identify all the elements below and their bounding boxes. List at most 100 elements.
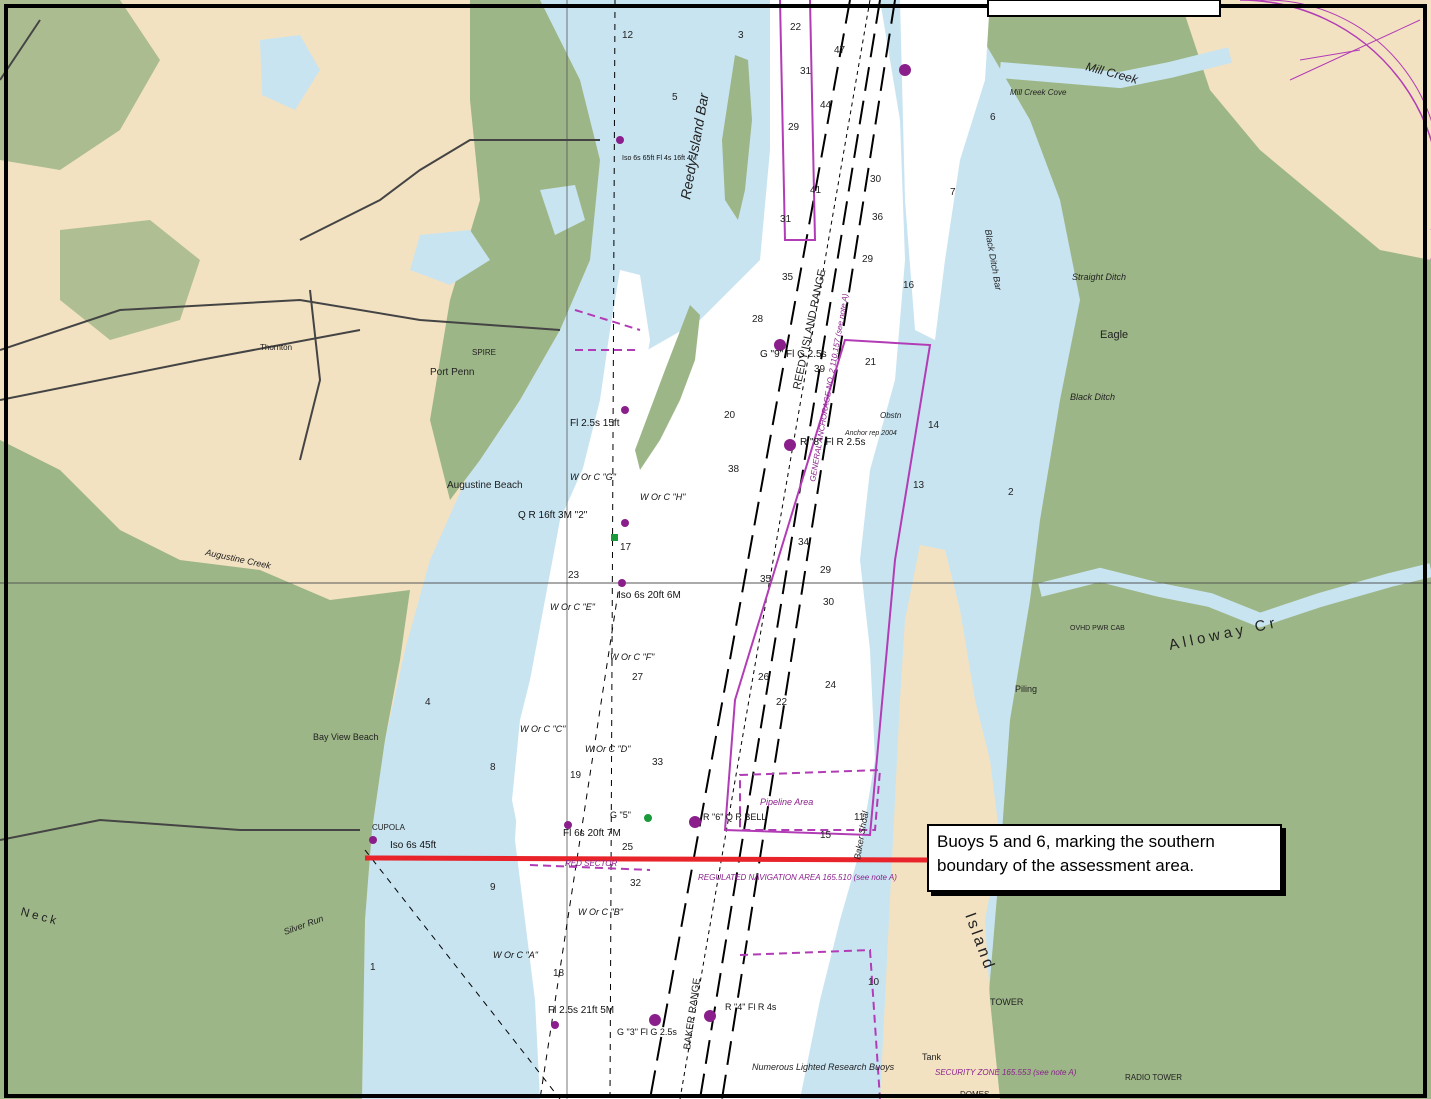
sounding: 44 xyxy=(820,100,832,111)
label-ovhd-pwr-cab: OVHD PWR CAB xyxy=(1070,625,1125,632)
sounding: 29 xyxy=(788,122,800,133)
sounding: 7 xyxy=(950,187,956,198)
sounding: 28 xyxy=(752,314,764,325)
sounding: 30 xyxy=(870,174,882,185)
sounding: 19 xyxy=(570,770,582,781)
label-piling: Piling xyxy=(1015,684,1037,694)
sounding: 6 xyxy=(990,112,996,123)
label-numerous-lighted: Numerous Lighted Research Buoys xyxy=(752,1062,895,1072)
pond-west3 xyxy=(540,185,585,235)
label-security-zone: SECURITY ZONE 165.553 (see note A) xyxy=(935,1068,1077,1077)
sounding: 25 xyxy=(622,842,634,853)
sounding: 24 xyxy=(825,680,837,691)
sounding: 14 xyxy=(928,420,940,431)
aid-label: G "5" xyxy=(610,810,631,820)
buoys xyxy=(369,64,911,1029)
label-eagle: Eagle xyxy=(1100,329,1128,341)
sounding: 10 xyxy=(868,977,880,988)
sounding: 35 xyxy=(782,272,794,283)
aid-label: W Or C "E" xyxy=(550,602,596,612)
callout-text: Buoys 5 and 6, marking the southern boun… xyxy=(937,832,1215,875)
deep-north-east xyxy=(900,0,990,340)
marsh-west xyxy=(0,440,410,1099)
aid-label: Iso 6s 65ft Fl 4s 16ft 4M xyxy=(622,155,697,162)
label-tank: Tank xyxy=(922,1052,942,1062)
sounding: 20 xyxy=(724,410,736,421)
aid-label: W Or C "H" xyxy=(640,492,686,502)
marsh-west-patch xyxy=(0,0,160,170)
aid-label: Iso 6s 20ft 6M xyxy=(618,590,681,601)
assessment-boundary-line xyxy=(364,855,931,863)
label-black-ditch: Black Ditch xyxy=(1070,392,1115,402)
sounding: 21 xyxy=(865,357,877,368)
label-mill-creek-cove: Mill Creek Cove xyxy=(1010,88,1067,97)
aid-label: Fl 6s 20ft 7M xyxy=(563,828,621,839)
roads xyxy=(0,19,600,841)
label-cupola: CUPOLA xyxy=(372,823,406,832)
aid-label: R "8" Fl R 2.5s xyxy=(800,437,865,448)
sounding: 30 xyxy=(823,597,835,608)
callout-box: Buoys 5 and 6, marking the southern boun… xyxy=(927,824,1282,892)
sounding: 31 xyxy=(800,66,812,77)
sounding: 16 xyxy=(903,280,915,291)
artificial-island xyxy=(880,545,1000,1099)
sounding: 1 xyxy=(370,962,376,973)
sounding: 9 xyxy=(490,882,496,893)
chart-frame xyxy=(4,4,1427,1098)
label-tower: TOWER xyxy=(990,997,1024,1007)
sounding: 12 xyxy=(622,30,634,41)
label-bay-view-beach: Bay View Beach xyxy=(313,732,378,742)
aid-label: R "6" Q R BELL xyxy=(703,812,766,822)
label-straight-ditch: Straight Ditch xyxy=(1072,272,1126,282)
aid-label: W Or C "D" xyxy=(585,744,631,754)
sounding: 2 xyxy=(1008,487,1014,498)
aid-label: Iso 6s 45ft xyxy=(390,840,436,851)
sounding: 47 xyxy=(834,45,846,56)
label-regulated-navigation-area: REGULATED NAVIGATION AREA 165.510 (see n… xyxy=(698,873,897,882)
sounding: 26 xyxy=(758,672,770,683)
sounding: 5 xyxy=(672,92,678,103)
reedy-island-bar-island xyxy=(722,55,752,220)
sounding: 36 xyxy=(872,212,884,223)
sounding: 3 xyxy=(738,30,744,41)
label-red-sector: RED SECTOR xyxy=(565,859,618,868)
label-radio-tower: RADIO TOWER xyxy=(1125,1073,1182,1082)
aid-label: W Or C "B" xyxy=(578,907,624,917)
marsh-west-patch2 xyxy=(60,220,200,340)
top-inset-box xyxy=(987,0,1221,17)
channel-lines xyxy=(364,0,896,1099)
aid-label: Fl 2.5s 21ft 5M xyxy=(548,1005,614,1016)
sounding: 17 xyxy=(620,542,632,553)
land-east-upland xyxy=(1180,0,1431,260)
sounding: 31 xyxy=(780,214,792,225)
label-spire: SPIRE xyxy=(472,348,496,357)
label-port-penn: Port Penn xyxy=(430,367,474,378)
sounding: 27 xyxy=(632,672,644,683)
sounding: 39 xyxy=(814,364,826,375)
sounding: 23 xyxy=(568,570,580,581)
sounding: 38 xyxy=(728,464,740,475)
aid-label: W Or C "C" xyxy=(520,724,566,734)
green-buoy xyxy=(644,814,652,822)
pond-west xyxy=(260,35,320,110)
label-anchor-rep: Anchor rep 2004 xyxy=(844,430,897,437)
label-obstn: Obstn xyxy=(880,411,902,420)
sounding: 8 xyxy=(490,762,496,773)
aid-label: Q R 16ft 3M "2" xyxy=(518,510,588,521)
sounding: 15 xyxy=(820,830,832,841)
sounding: 11 xyxy=(854,812,865,823)
sounding: 33 xyxy=(652,757,664,768)
magenta-areas xyxy=(529,0,932,1099)
aid-label: W Or C "F" xyxy=(610,652,655,662)
label-augustine-beach: Augustine Beach xyxy=(447,480,523,491)
deep-west xyxy=(512,270,650,840)
label-thornton: Thornton xyxy=(260,343,292,352)
marsh-west-north xyxy=(430,0,600,500)
aid-label: Fl 2.5s 15ft xyxy=(570,418,620,429)
aid-label: W Or C "G" xyxy=(570,472,617,482)
deep-channel xyxy=(515,0,905,1099)
mill-creek-water xyxy=(999,47,1232,89)
reedy-island xyxy=(635,305,700,470)
aid-label: R "4" Fl R 4s xyxy=(725,1002,777,1012)
